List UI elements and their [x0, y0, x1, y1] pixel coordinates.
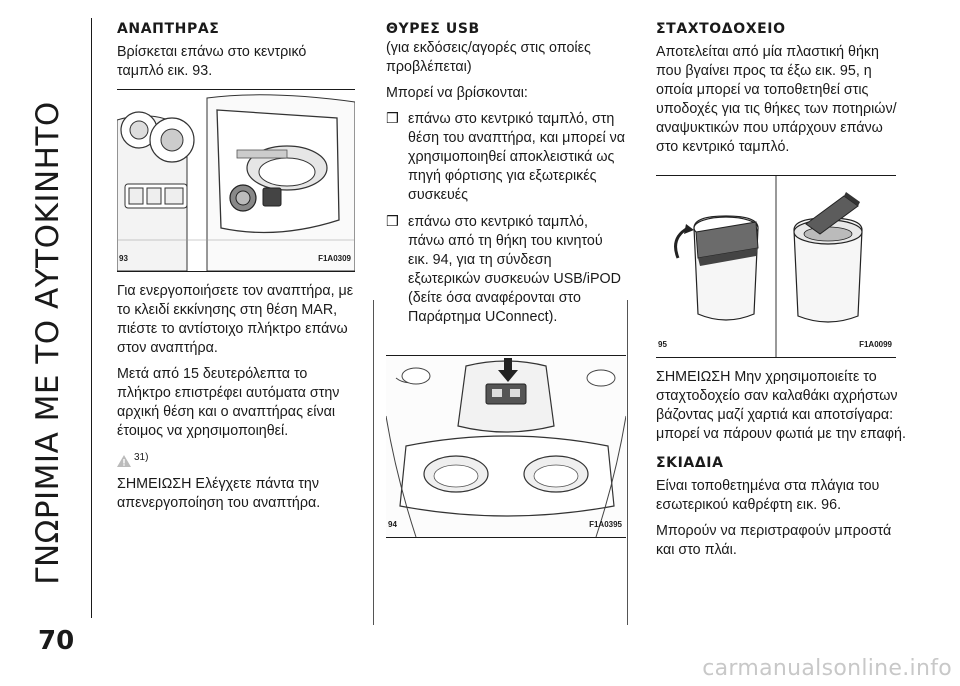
page-number: 70: [38, 626, 75, 656]
visors-paragraph-1: Είναι τοποθετημένα στα πλάγια του εσωτερ…: [656, 478, 880, 513]
usb-bullet-1-text: επάνω στο κεντρικό ταμπλό, στη θέση του …: [408, 111, 626, 203]
figure-95: 95 F1A0099: [656, 175, 896, 358]
ashtray-illustration: [656, 176, 896, 357]
usb-intro: Μπορεί να βρίσκονται:: [386, 85, 528, 101]
figure-code: F1A0309: [318, 254, 351, 263]
lighter-intro: Βρίσκεται επάνω στο κεντρικό ταμπλό εικ.…: [117, 44, 307, 79]
figure-94: 94 F1A0395: [386, 355, 626, 538]
bullet-box-icon: ❒: [386, 214, 399, 230]
figure-number: 94: [388, 520, 397, 529]
ashtray-paragraph-1: Αποτελείται από μία πλαστική θήκη που βγ…: [656, 44, 897, 155]
column-separator: [627, 300, 628, 625]
column-lighter: ΑΝΑΠΤΗΡΑΣ Βρίσκεται επάνω στο κεντρικό τ…: [117, 20, 357, 520]
heading-usb: ΘΥΡΕΣ USB: [386, 21, 480, 37]
usb-subheading: (για εκδόσεις/αγορές στις οποίες προβλέπ…: [386, 40, 591, 75]
figure-93: 93 F1A0309: [117, 89, 355, 272]
figure-number: 95: [658, 340, 667, 349]
column-separator: [373, 300, 374, 625]
ashtray-note: ΣΗΜΕΙΩΣΗ Μην χρησιμοποιείτε το σταχτοδοχ…: [656, 369, 906, 442]
heading-lighter: ΑΝΑΠΤΗΡΑΣ: [117, 21, 220, 37]
page-divider: [91, 18, 92, 618]
usb-bullet-1: ❒ επάνω στο κεντρικό ταμπλό, στη θέση το…: [386, 110, 626, 205]
usb-bullet-2-text: επάνω στο κεντρικό ταμπλό, πάνω από τη θ…: [408, 214, 621, 325]
heading-sun-visors: ΣΚΙΑΔΙΑ: [656, 455, 724, 471]
column-ashtray: ΣΤΑΧΤΟΔΟΧΕΙΟ Αποτελείται από μία πλαστικ…: [656, 20, 916, 567]
warning-ref-text: 31): [134, 452, 149, 463]
usb-illustration: [386, 356, 626, 537]
heading-ashtray: ΣΤΑΧΤΟΔΟΧΕΙΟ: [656, 21, 786, 37]
lighter-paragraph-2: Μετά από 15 δευτερόλεπτα το πλήκτρο επισ…: [117, 366, 340, 439]
figure-code: F1A0099: [859, 340, 892, 349]
lighter-illustration: [117, 90, 355, 271]
watermark: carmanualsonline.info: [702, 656, 952, 681]
warning-triangle-icon: [117, 455, 131, 467]
visors-paragraph-2: Μπορούν να περιστραφούν μπροστά και στο …: [656, 523, 892, 558]
warning-reference: 31): [117, 448, 357, 467]
bullet-box-icon: ❒: [386, 111, 399, 127]
figure-number: 93: [119, 254, 128, 263]
figure-code: F1A0395: [589, 520, 622, 529]
lighter-note: ΣΗΜΕΙΩΣΗ Ελέγχετε πάντα την απενεργοποίη…: [117, 476, 321, 511]
lighter-paragraph-1: Για ενεργοποιήσετε τον αναπτήρα, με το κ…: [117, 283, 354, 356]
section-title: ΓΝΩΡΙΜΙΑ ΜΕ ΤΟ ΑΥΤΟΚΙΝΗΤΟ: [30, 101, 66, 585]
usb-bullet-2: ❒ επάνω στο κεντρικό ταμπλό, πάνω από τη…: [386, 213, 626, 327]
column-usb: ΘΥΡΕΣ USB (για εκδόσεις/αγορές στις οποί…: [386, 20, 626, 548]
